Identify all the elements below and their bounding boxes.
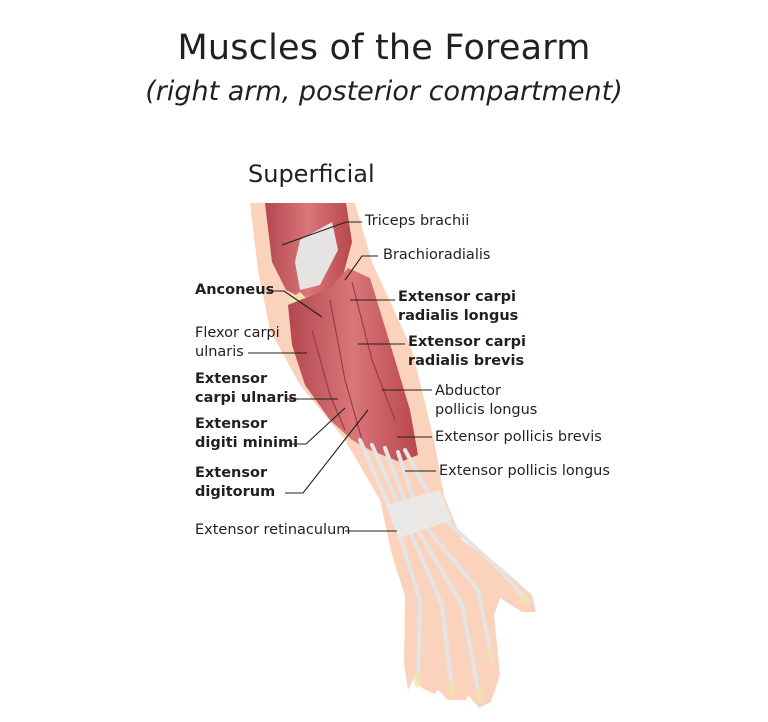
label-brachioradialis: Brachioradialis: [383, 247, 491, 263]
label-fcu-line2: ulnaris: [195, 344, 244, 360]
leader-lines: [248, 221, 436, 532]
triceps-tendon: [295, 222, 338, 290]
label-epl: Extensor pollicis longus: [439, 463, 610, 479]
label-edm-line2: digiti minimi: [195, 435, 299, 451]
label-triceps-brachii: Triceps brachii: [365, 213, 470, 229]
section-heading: Superficial: [248, 160, 375, 188]
label-ecu-line1: Extensor: [195, 371, 268, 387]
extensor-retinaculum: [386, 490, 452, 538]
label-ed-line1: Extensor: [195, 465, 268, 481]
label-ecrl-line1: Extensor carpi: [398, 289, 517, 305]
leader-ed: [285, 409, 369, 494]
leader-triceps: [281, 221, 362, 246]
muscle-separation-2: [351, 281, 396, 421]
finger-bones: [414, 596, 529, 703]
label-fcu-line1: Flexor carpi: [195, 325, 280, 341]
tendons: [358, 438, 530, 702]
leader-brachioradialis: [344, 255, 378, 281]
muscle-separation-1: [329, 299, 363, 441]
label-extensor-retinaculum: Extensor retinaculum: [195, 522, 351, 538]
diagram-title: Muscles of the Forearm: [177, 28, 591, 68]
label-edm-line1: Extensor: [195, 416, 268, 432]
label-ed-line2: digitorum: [195, 484, 276, 500]
muscle-separation-3: [311, 329, 346, 431]
label-ecu-line2: carpi ulnaris: [195, 390, 298, 406]
diagram-subtitle: (right arm, posterior compartment): [145, 76, 623, 107]
leader-edm: [290, 407, 346, 445]
label-anconeus: Anconeus: [195, 282, 275, 298]
leader-anconeus: [268, 290, 323, 318]
label-ecrb-line2: radialis brevis: [408, 353, 525, 369]
label-ecrb-line1: Extensor carpi: [408, 334, 527, 350]
label-apl-line2: pollicis longus: [435, 402, 538, 418]
label-ecrl-line2: radialis longus: [398, 308, 519, 324]
label-epb: Extensor pollicis brevis: [435, 429, 602, 445]
label-apl-line1: Abductor: [435, 383, 502, 399]
